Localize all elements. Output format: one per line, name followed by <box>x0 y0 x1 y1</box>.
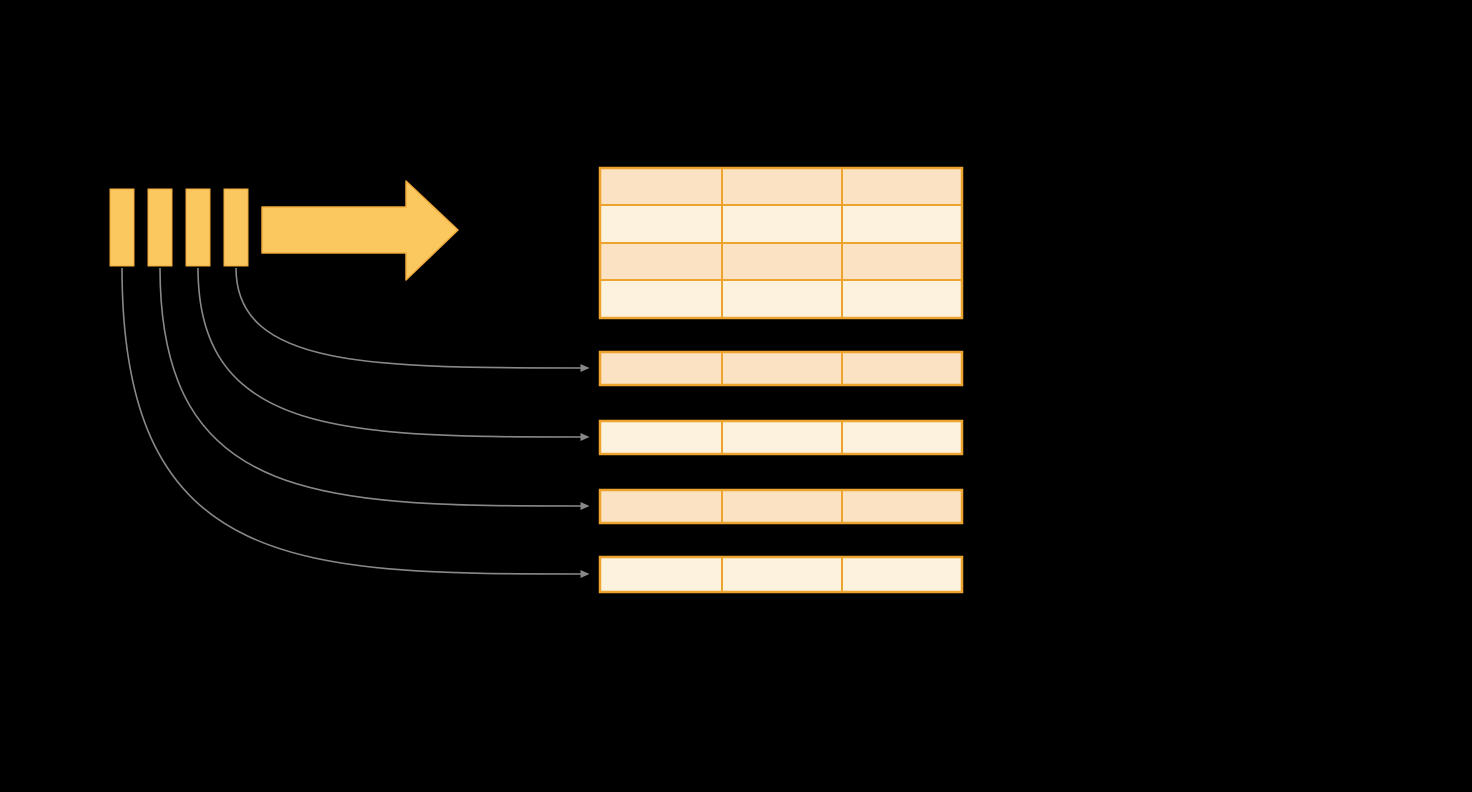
row-table-2 <box>598 419 964 456</box>
row-table-3 <box>598 488 964 525</box>
source-bar-4 <box>223 188 249 267</box>
source-bars-group <box>109 188 249 267</box>
row-table-3-body <box>599 489 963 524</box>
connectors-group <box>121 267 590 578</box>
row-table-4-outline <box>598 555 964 594</box>
matrix-table <box>598 166 964 320</box>
matrix-row-2 <box>599 204 963 244</box>
matrix-row-1 <box>599 167 963 206</box>
flow-arrow-icon <box>261 180 459 281</box>
matrix-table-outline <box>598 166 964 320</box>
row-table-4-body <box>599 556 963 593</box>
row-table-4 <box>598 555 964 594</box>
matrix-row-3 <box>599 242 963 281</box>
row-table-2-outline <box>598 419 964 456</box>
connector-bar2-to-row3 <box>159 267 590 510</box>
row-table-2-body <box>599 420 963 455</box>
row-table-1-outline <box>598 350 964 387</box>
row-table-3-outline <box>598 488 964 525</box>
connector-bar3-to-row2 <box>197 267 590 441</box>
source-bar-3 <box>185 188 211 267</box>
source-bar-2 <box>147 188 173 267</box>
connector-bar1-to-row4 <box>121 267 590 578</box>
source-bar-1 <box>109 188 135 267</box>
matrix-row-4 <box>599 279 963 319</box>
connector-bar4-to-row1 <box>235 267 590 372</box>
row-table-1-body <box>599 351 963 386</box>
row-table-1 <box>598 350 964 387</box>
